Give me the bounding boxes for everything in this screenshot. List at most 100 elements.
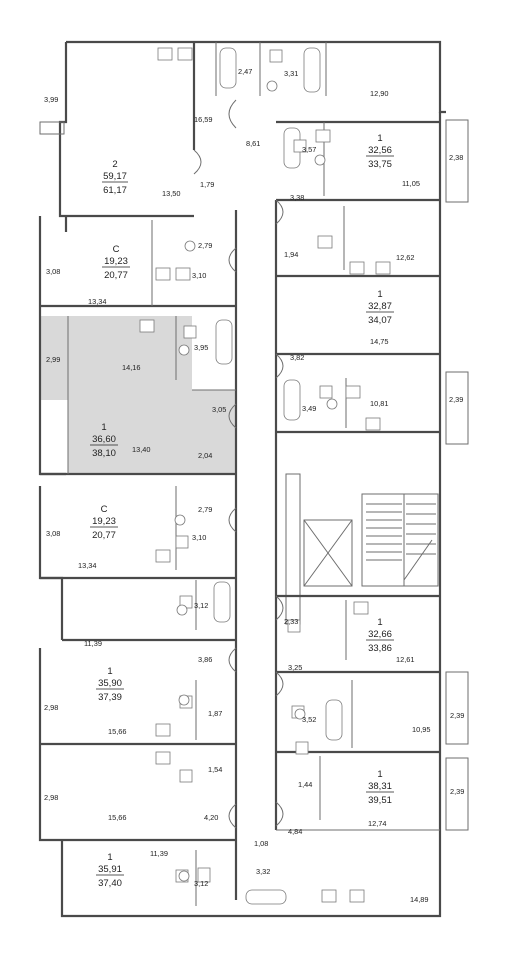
svg-text:35,90: 35,90 xyxy=(98,678,122,689)
highlighted-apartment[interactable] xyxy=(40,316,236,474)
apartment-label-u8: 1 35,90 37,39 xyxy=(96,666,124,703)
room-area: 3,12 xyxy=(194,601,208,610)
svg-text:19,23: 19,23 xyxy=(104,256,128,267)
room-area: 1,54 xyxy=(208,765,222,774)
svg-text:20,77: 20,77 xyxy=(92,530,116,541)
svg-text:38,31: 38,31 xyxy=(368,781,392,792)
svg-text:61,17: 61,17 xyxy=(103,185,127,196)
svg-text:37,39: 37,39 xyxy=(98,692,122,703)
room-area: 3,32 xyxy=(256,867,270,876)
apartment-label-u10: 1 35,91 37,40 xyxy=(96,852,124,889)
room-area: 3,52 xyxy=(302,715,316,724)
room-area: 3,10 xyxy=(192,271,206,280)
room-area: 3,82 xyxy=(290,353,304,362)
apartment-label-u9: 1 38,31 39,51 xyxy=(366,769,394,806)
room-area: 14,16 xyxy=(122,363,141,372)
room-area: 8,61 xyxy=(246,139,260,148)
room-area: 3,99 xyxy=(44,95,58,104)
room-area: 13,34 xyxy=(78,561,97,570)
room-area: 12,90 xyxy=(370,89,389,98)
room-area: 2,39 xyxy=(449,395,463,404)
room-area: 3,95 xyxy=(194,343,208,352)
room-area: 2,38 xyxy=(449,153,463,162)
room-area: 14,75 xyxy=(370,337,389,346)
svg-text:2: 2 xyxy=(112,159,117,170)
doors xyxy=(193,99,284,829)
svg-text:1: 1 xyxy=(377,133,382,144)
svg-text:38,10: 38,10 xyxy=(92,448,116,459)
left-partitions xyxy=(40,42,327,906)
room-area: 3,08 xyxy=(46,529,60,538)
room-area: 2,04 xyxy=(198,451,212,460)
room-area: 13,50 xyxy=(162,189,181,198)
room-area: 2,79 xyxy=(198,241,212,250)
room-area: 15,66 xyxy=(108,813,127,822)
svg-text:С: С xyxy=(101,504,108,515)
svg-text:36,60: 36,60 xyxy=(92,434,116,445)
room-area: 12,62 xyxy=(396,253,415,262)
apartment-label-u2: 1 32,56 33,75 xyxy=(366,133,394,170)
room-area: 2,98 xyxy=(44,703,58,712)
room-area: 11,39 xyxy=(150,849,168,858)
apartment-label-u3: С 19,23 20,77 xyxy=(102,244,130,281)
room-area: 10,95 xyxy=(412,725,431,734)
apartment-label-u5: 1 36,60 38,10 xyxy=(90,422,118,459)
svg-text:32,56: 32,56 xyxy=(368,145,392,156)
room-area: 3,08 xyxy=(46,267,60,276)
svg-text:37,40: 37,40 xyxy=(98,878,122,889)
apartment-label-u1: 2 59,17 61,17 xyxy=(102,159,128,196)
room-area: 1,08 xyxy=(254,839,268,848)
room-area: 3,86 xyxy=(198,655,212,664)
room-area: 2,33 xyxy=(284,617,298,626)
svg-text:35,91: 35,91 xyxy=(98,864,122,875)
room-area: 2,39 xyxy=(450,711,464,720)
fixtures xyxy=(139,47,391,905)
room-area: 13,40 xyxy=(132,445,151,454)
balconies xyxy=(39,119,469,831)
room-area: 2,79 xyxy=(198,505,212,514)
room-area: 3,31 xyxy=(284,69,298,78)
room-area: 2,47 xyxy=(238,67,252,76)
svg-text:20,77: 20,77 xyxy=(104,270,128,281)
room-area: 4,84 xyxy=(288,827,302,836)
corridor-walls xyxy=(234,200,439,900)
svg-text:32,87: 32,87 xyxy=(368,301,392,312)
room-area-labels: 3,99 2,47 3,31 12,90 16,59 8,61 3,57 2,3… xyxy=(44,67,464,904)
room-area: 2,99 xyxy=(46,355,60,364)
apartment-label-u4: 1 32,87 34,07 xyxy=(366,289,394,326)
svg-text:19,23: 19,23 xyxy=(92,516,116,527)
room-area: 16,59 xyxy=(194,115,213,124)
room-area: 14,89 xyxy=(410,895,429,904)
svg-text:34,07: 34,07 xyxy=(368,315,392,326)
room-area: 3,12 xyxy=(194,879,208,888)
svg-text:1: 1 xyxy=(101,422,106,433)
room-area: 4,20 xyxy=(204,813,218,822)
svg-text:1: 1 xyxy=(107,666,112,677)
svg-text:33,86: 33,86 xyxy=(368,643,392,654)
svg-text:32,66: 32,66 xyxy=(368,629,392,640)
room-area: 2,98 xyxy=(44,793,58,802)
room-area: 1,44 xyxy=(298,780,312,789)
room-area: 3,05 xyxy=(212,405,226,414)
room-area: 11,39 xyxy=(84,639,102,648)
room-area: 1,87 xyxy=(208,709,222,718)
room-area: 10,81 xyxy=(370,399,389,408)
room-area: 3,10 xyxy=(192,533,206,542)
room-area: 3,49 xyxy=(302,404,316,413)
svg-text:С: С xyxy=(113,244,120,255)
room-area: 3,25 xyxy=(288,663,302,672)
apartment-label-u7: 1 32,66 33,86 xyxy=(366,617,394,654)
room-area: 1,94 xyxy=(284,250,298,259)
room-area: 3,38 xyxy=(290,193,304,202)
room-area: 15,66 xyxy=(108,727,127,736)
room-area: 1,79 xyxy=(200,180,214,189)
stairwell xyxy=(366,503,436,581)
svg-text:59,17: 59,17 xyxy=(103,171,127,182)
svg-text:33,75: 33,75 xyxy=(368,159,392,170)
room-area: 11,05 xyxy=(402,179,420,188)
svg-text:1: 1 xyxy=(377,289,382,300)
right-partitions xyxy=(276,120,440,831)
apartment-label-u6: С 19,23 20,77 xyxy=(90,504,118,541)
svg-text:1: 1 xyxy=(377,617,382,628)
